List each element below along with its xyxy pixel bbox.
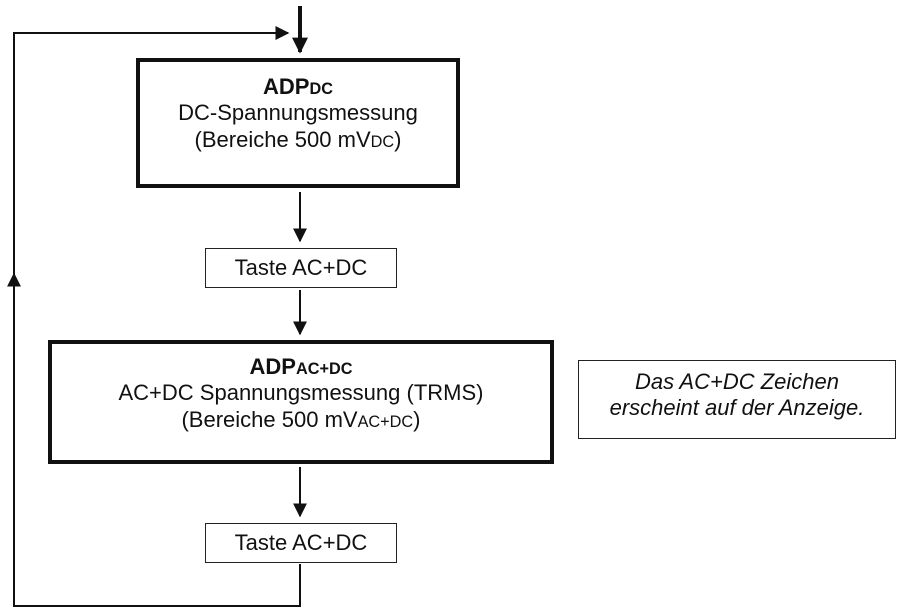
adpacdc-range-suffix: )	[413, 406, 421, 432]
key-acdc-box-1: Taste AC+DC	[205, 248, 397, 288]
key-acdc-label-2: Taste AC+DC	[234, 530, 368, 555]
loop-back-line	[6, 272, 301, 607]
adpacdc-range-prefix: (Bereiche 500 mV	[181, 406, 358, 432]
adpacdc-title-sub: AC+DC	[295, 360, 353, 378]
key-acdc-box-2: Taste AC+DC	[205, 523, 397, 563]
display-note-box: Das AC+DC Zeichen erscheint auf der Anze…	[578, 360, 896, 439]
adpacdc-title: ADPAC+DC	[52, 354, 550, 380]
adpdc-range-suffix: )	[394, 126, 402, 152]
adpacdc-description: AC+DC Spannungsmessung (TRMS)	[118, 380, 484, 406]
display-note-line-1: Das AC+DC Zeichen	[635, 369, 839, 394]
adpdc-range: (Bereiche 500 mVDC)	[140, 127, 456, 153]
adpacdc-title-main: ADP	[249, 354, 296, 379]
key-acdc-label-1: Taste AC+DC	[234, 255, 368, 280]
adpdc-range-prefix: (Bereiche 500 mV	[194, 126, 371, 152]
adpdc-description: DC-Spannungsmessung	[178, 100, 418, 126]
adpacdc-range: (Bereiche 500 mVAC+DC)	[52, 407, 550, 433]
adpdc-title: ADPDC	[140, 74, 456, 100]
adpdc-range-sub: DC	[370, 132, 395, 151]
adpacdc-range-sub: AC+DC	[357, 412, 414, 431]
adpdc-mode-box: ADPDC DC-Spannungsmessung (Bereiche 500 …	[136, 58, 460, 188]
display-note-line-2: erscheint auf der Anzeige.	[609, 395, 865, 421]
adpacdc-mode-box: ADPAC+DC AC+DC Spannungsmessung (TRMS) (…	[48, 340, 554, 464]
loop-back-top-line	[13, 26, 290, 282]
adpdc-title-main: ADP	[263, 74, 310, 99]
adpdc-title-sub: DC	[309, 80, 333, 98]
